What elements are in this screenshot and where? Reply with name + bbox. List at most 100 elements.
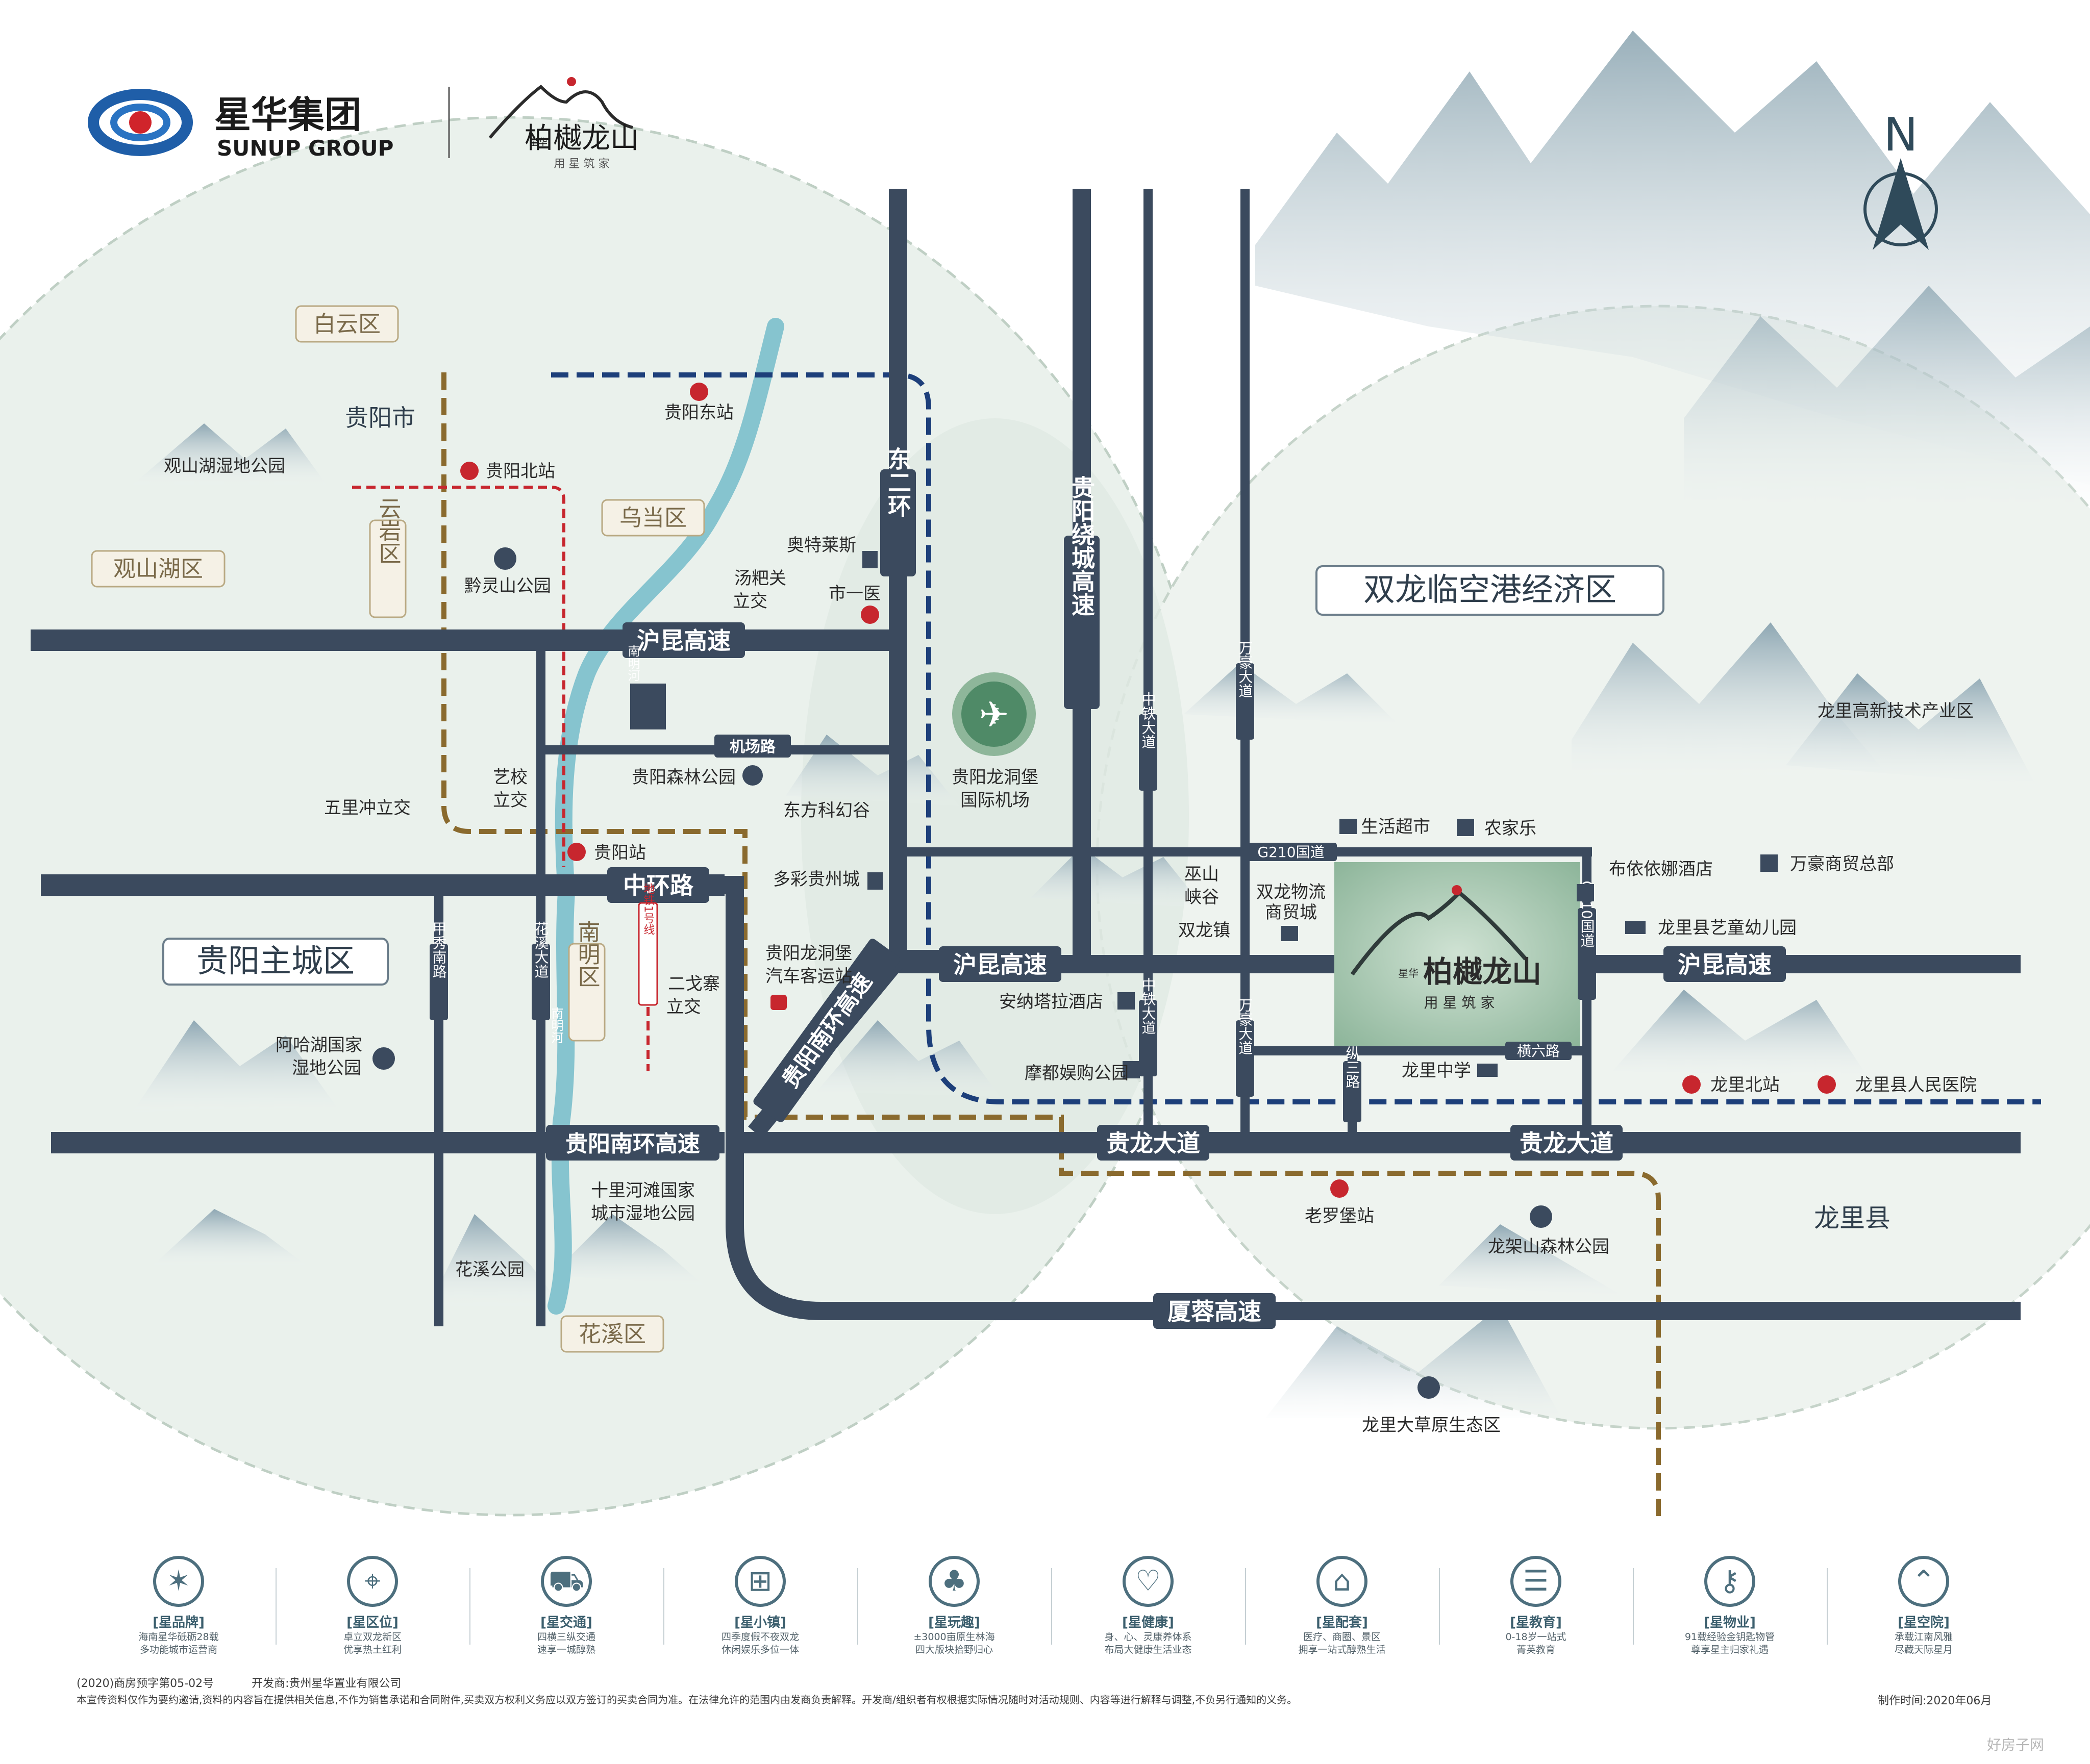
river-label-2: 南明河	[549, 1007, 563, 1044]
map-label: 农家乐	[1484, 818, 1536, 839]
project-block-name: 柏樾龙山	[1423, 954, 1541, 989]
map-label: 立交	[493, 790, 528, 811]
project-logo-icon	[488, 85, 633, 139]
compass: N	[1863, 108, 1938, 250]
building-icon-modu	[1123, 1061, 1140, 1078]
watermark-text: 好房子网	[1987, 1736, 2044, 1753]
map-label: 市一医	[829, 584, 881, 604]
map-label: 龙里中学	[1402, 1061, 1471, 1081]
key-icon: ⚷	[1704, 1556, 1755, 1607]
map-label: 巫山	[1184, 864, 1219, 885]
group-name-cn: 星华集团	[214, 93, 361, 136]
education-icon-school	[1477, 1064, 1498, 1077]
map-label: 安纳塔拉酒店	[999, 992, 1103, 1012]
hospital-icon	[1818, 1075, 1836, 1094]
map-label: 摩都娱购公园	[1025, 1063, 1129, 1083]
houses-icon: ⌂	[1316, 1556, 1367, 1607]
map-label: 汤粑关	[734, 568, 786, 589]
map-label: 十里河滩国家	[591, 1180, 695, 1201]
map-label: 阿哈湖国家	[276, 1035, 362, 1055]
station-icon-guiyang-north	[460, 462, 479, 480]
city-guiyang: 贵阳市	[345, 404, 415, 432]
road-label-hukun-east: 沪昆高速	[1678, 951, 1772, 978]
group-name-en: SUNUP GROUP	[217, 136, 393, 161]
road-label-zhongtie-north: 中铁大道	[1140, 692, 1157, 749]
map-label: 龙里北站	[1710, 1075, 1780, 1095]
metro-line-blue	[551, 372, 2041, 1104]
road-label-jichang: 机场路	[730, 738, 776, 756]
road-label-dong-erhuan: 东二环	[884, 447, 912, 517]
district-guanshanhu: 观山湖区	[113, 556, 203, 582]
poi-labels: 贵阳东站 贵阳北站 贵阳站 老罗堡站 龙里北站 龙里县人民医院 观山湖湿地公园 …	[164, 402, 1977, 1435]
park-icon-grassland	[1417, 1376, 1440, 1399]
river-label-1: 南明河	[626, 645, 640, 682]
map-label: 龙里县人民医院	[1855, 1075, 1977, 1095]
feature-item: ⌂ [星配套] 医疗、商圈、景区 拥享一站式醇熟生活	[1245, 1556, 1439, 1668]
map-label: 布依依娜酒店	[1609, 859, 1713, 879]
books-icon: ☰	[1510, 1556, 1561, 1607]
map-label: 龙里县艺童幼儿园	[1658, 918, 1797, 938]
footer-developer: 开发商:贵州星华置业有限公司	[252, 1677, 402, 1690]
road-label-hengliu: 横六路	[1517, 1043, 1560, 1060]
airport-marker: ✈	[952, 672, 1036, 756]
district-labels: 白云区 观山湖区 云岩区 乌当区 南明区 花溪区 贵阳主城区 双龙临空港经济区 …	[91, 305, 1890, 1353]
map-label: 贵阳龙洞堡	[952, 767, 1038, 788]
footer-license-row: (2020)商房预字第05-02号 开发商:贵州星华置业有限公司	[77, 1674, 402, 1691]
tree-icon: ♣	[929, 1556, 980, 1607]
building-icon-outlets	[862, 551, 878, 568]
district-huaxi: 花溪区	[579, 1321, 646, 1347]
feature-item: ⊞ [星小镇] 四季度假不夜双龙 休闲娱乐多位一体	[663, 1556, 857, 1668]
map-label: 贵阳北站	[486, 461, 555, 482]
education-icon-kindergarten	[1625, 921, 1646, 934]
footer-license: (2020)商房预字第05-02号	[77, 1677, 214, 1690]
map-label: 艺校	[493, 767, 528, 788]
building-icon-buyi	[1577, 884, 1594, 901]
map-label: 生活超市	[1361, 817, 1430, 837]
map-label: 多彩贵州城	[773, 869, 860, 890]
park-icon-longjia	[1530, 1205, 1552, 1228]
sunup-logo-icon	[88, 89, 193, 156]
project-block-prefix: 星华	[1398, 967, 1419, 979]
road-label-nanhuan-ring: 贵阳南环高速	[565, 1131, 700, 1157]
building-icon-wanhao	[1760, 854, 1778, 872]
district-baiyun: 白云区	[313, 311, 381, 337]
location-pin-icon: ⌖	[347, 1556, 398, 1607]
roof-icon: ⌃	[1898, 1556, 1949, 1607]
project-logo-mountain	[1350, 890, 1528, 976]
map-label: 贵阳站	[594, 843, 646, 863]
bus-icon	[770, 995, 787, 1010]
airplane-icon: ✈	[979, 694, 1009, 736]
map-label: 贵阳东站	[664, 402, 734, 423]
feature-bar: ✶ [星品牌] 海南星华砥砺28载 多功能城市运营商 ⌖ [星区位] 卓立双龙新…	[82, 1556, 2021, 1668]
project-slogan-header: 用 星 筑 家	[554, 158, 610, 170]
map-label: 花溪公园	[455, 1259, 525, 1280]
poi-icons	[372, 547, 1778, 1399]
project-name-header: 柏樾龙山	[525, 122, 639, 155]
compass-needle-icon	[1873, 158, 1929, 250]
feature-item: ☰ [星教育] 0-18岁一站式 菁英教育	[1439, 1556, 1633, 1668]
building-icon-hotel	[1117, 992, 1135, 1010]
star-icon: ✶	[153, 1556, 204, 1607]
compass-north-label: N	[1883, 108, 1918, 162]
district-shuanglong: 双龙临空港经济区	[1363, 571, 1616, 608]
footer-date: 制作时间:2020年06月	[1878, 1695, 1992, 1707]
district-wudang: 乌当区	[619, 505, 687, 531]
map-label: 汽车客运站	[765, 966, 852, 987]
building-icon-duocai	[867, 872, 883, 890]
cart-icon-supermarket	[1339, 819, 1357, 834]
map-label: 双龙镇	[1178, 920, 1230, 941]
gift-box-icon: ⊞	[735, 1556, 786, 1607]
project-block-slogan: 用 星 筑 家	[1424, 994, 1495, 1011]
district-nanming: 南明区	[574, 920, 600, 988]
map-label: 贵阳森林公园	[632, 767, 736, 788]
map-label: 二戈寨	[668, 974, 720, 994]
map-label: 奥特莱斯	[787, 535, 856, 556]
road-label-wanhao-south: 万豪大道	[1237, 998, 1254, 1055]
park-icon-qianling	[494, 547, 516, 570]
map-label: 湿地公园	[292, 1058, 361, 1078]
red-line	[352, 486, 565, 867]
road-label-zhongtie-south: 中铁大道	[1140, 977, 1157, 1035]
footer-disclaimer: 本宣传资料仅作为要约邀请,资料的内容旨在提供相关信息,不作为销售承诺和合同附件,…	[77, 1694, 1298, 1706]
